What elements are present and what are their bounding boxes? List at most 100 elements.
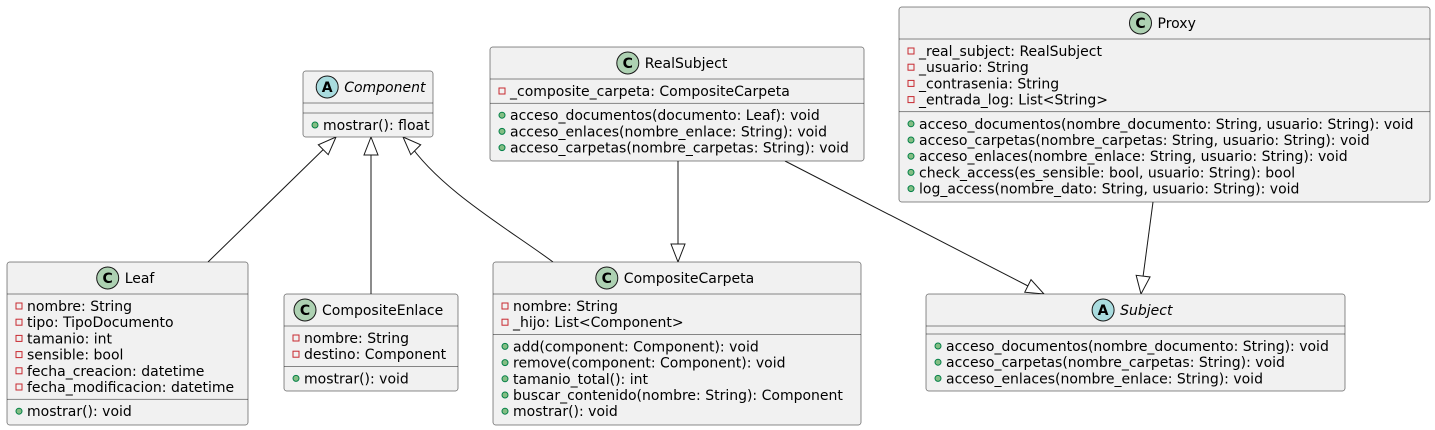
generalization-arrowhead-icon [317, 136, 337, 156]
class-real-subject: C RealSubject _composite_carpeta: Composit… [489, 46, 865, 162]
generalization-composite-enlace-to-component [363, 135, 379, 294]
private-visibility-icon [292, 334, 300, 342]
method: remove(component: Component): void [513, 356, 786, 372]
public-visibility-icon [15, 407, 23, 415]
method: acceso_carpetas(nombre_carpetas: String)… [510, 141, 849, 157]
svg-text:A: A [322, 80, 333, 96]
method: acceso_documentos(nombre_documento: Stri… [919, 117, 1414, 133]
public-visibility-icon [934, 358, 942, 366]
svg-text:C: C [602, 271, 612, 287]
method: acceso_documentos(nombre_documento: Stri… [946, 339, 1329, 355]
abstract-class-badge-icon: A [315, 75, 339, 99]
private-visibility-icon [15, 334, 23, 342]
generalization-arrowhead-icon [1135, 274, 1151, 296]
class-badge-icon: C [595, 266, 619, 290]
public-visibility-icon [907, 136, 915, 144]
generalization-arrowhead-icon [402, 136, 422, 156]
private-visibility-icon [15, 318, 23, 326]
generalization-leaf-to-component [207, 136, 337, 263]
class-name: Subject [1120, 303, 1173, 319]
attribute: _entrada_log: List<String> [918, 93, 1108, 109]
method: acceso_enlaces(nombre_enlace: String): v… [946, 371, 1263, 387]
private-visibility-icon [907, 79, 915, 87]
public-visibility-icon [292, 374, 300, 382]
svg-text:C: C [300, 303, 310, 319]
private-visibility-icon [907, 63, 915, 71]
public-visibility-icon [907, 168, 915, 176]
method: mostrar(): void [304, 371, 409, 387]
attribute: _contrasenia: String [918, 76, 1059, 92]
class-composite-carpeta: C CompositeCarpeta nombre: String_hijo: Li… [492, 261, 862, 426]
class-subject: A Subject acceso_documentos(nombre_documen… [925, 293, 1346, 392]
public-visibility-icon [907, 185, 915, 193]
generalization-proxy-to-subject [1135, 201, 1154, 296]
class-badge-icon: C [616, 51, 640, 75]
generalization-arrowhead-icon [363, 135, 379, 156]
abstract-class-badge-icon: A [1091, 298, 1115, 322]
generalization-real-subject-to-subject [784, 160, 1046, 295]
public-visibility-icon [501, 407, 509, 415]
private-visibility-icon [15, 302, 23, 310]
public-visibility-icon [501, 391, 509, 399]
private-visibility-icon [501, 302, 509, 310]
method: mostrar(): void [513, 404, 618, 420]
class-name: RealSubject [645, 56, 728, 72]
public-visibility-icon [934, 342, 942, 350]
method: acceso_enlaces(nombre_enlace: String): v… [510, 124, 827, 140]
class-name: CompositeCarpeta [624, 271, 754, 287]
private-visibility-icon [501, 318, 509, 326]
attribute: tamanio: int [27, 331, 113, 347]
attribute: _usuario: String [918, 60, 1029, 76]
method: buscar_contenido(nombre: String): Compon… [513, 388, 843, 404]
public-visibility-icon [501, 375, 509, 383]
class-badge-icon: C [293, 298, 317, 322]
private-visibility-icon [15, 383, 23, 391]
public-visibility-icon [501, 342, 509, 350]
method: add(component: Component): void [513, 339, 759, 355]
private-visibility-icon [907, 47, 915, 55]
method: acceso_enlaces(nombre_enlace: String, us… [919, 149, 1348, 165]
class-name: Proxy [1158, 16, 1196, 32]
method: mostrar(): void [27, 404, 132, 420]
private-visibility-icon [15, 367, 23, 375]
private-visibility-icon [907, 96, 915, 104]
generalization-arrowhead-icon [670, 243, 686, 264]
class-name: CompositeEnlace [322, 303, 443, 319]
attribute: _hijo: List<Component> [512, 315, 684, 331]
method: acceso_carpetas(nombre_carpetas: String)… [946, 355, 1285, 371]
attribute: destino: Component [304, 347, 447, 363]
generalization-real-subject-to-composite-carpeta [670, 161, 686, 264]
private-visibility-icon [15, 351, 23, 359]
svg-text:A: A [1098, 303, 1109, 319]
public-visibility-icon [501, 359, 509, 367]
generalization-composite-carpeta-to-component [402, 136, 554, 263]
class-badge-icon: C [96, 266, 120, 290]
generalization-arrowhead-icon [1023, 278, 1046, 295]
public-visibility-icon [907, 120, 915, 128]
method: check_access(es_sensible: bool, usuario:… [919, 165, 1295, 181]
attribute: nombre: String [304, 331, 409, 347]
private-visibility-icon [498, 87, 506, 95]
private-visibility-icon [292, 350, 300, 358]
relations-layer [207, 135, 1154, 296]
public-visibility-icon [934, 374, 942, 382]
attribute: nombre: String [513, 299, 618, 315]
method: acceso_documentos(documento: Leaf): void [510, 108, 820, 124]
attribute: _composite_carpeta: CompositeCarpeta [509, 84, 790, 100]
attribute: nombre: String [27, 299, 132, 315]
public-visibility-icon [498, 127, 506, 135]
attribute: _real_subject: RealSubject [918, 44, 1102, 60]
method: tamanio_total(): int [513, 372, 648, 388]
method: acceso_carpetas(nombre_carpetas: String,… [919, 133, 1370, 149]
attribute: fecha_modificacion: datetime [27, 380, 234, 396]
class-name: Component [344, 80, 426, 96]
attribute: sensible: bool [27, 348, 123, 364]
attribute: tipo: TipoDocumento [27, 315, 174, 331]
public-visibility-icon [311, 121, 319, 129]
